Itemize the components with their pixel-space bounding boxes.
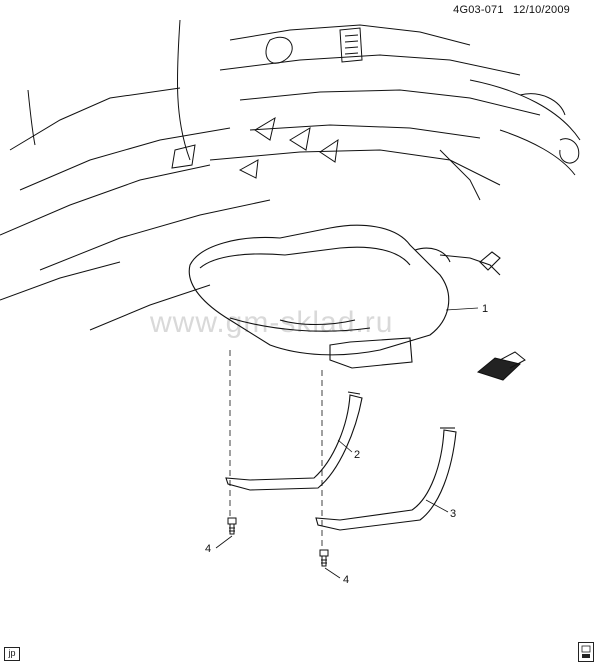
- bolt-right: [319, 549, 329, 567]
- watermark-text: www.gm-sklad.ru: [149, 306, 393, 339]
- forward-arrow-icon: [476, 351, 526, 381]
- drawing-date: 12/10/2009: [512, 4, 570, 16]
- callout-2: 2: [354, 449, 360, 461]
- vehicle-underbody: [0, 19, 581, 331]
- callout-4a: 4: [205, 543, 211, 555]
- bolt-left: [227, 517, 237, 535]
- fuel-tank: [188, 224, 501, 369]
- document-stamp-icon: [578, 642, 594, 662]
- leader-lines: [215, 307, 479, 579]
- corner-tag: jp: [4, 647, 20, 661]
- tank-strap-right: [315, 427, 457, 531]
- callout-3: 3: [450, 508, 456, 520]
- drawing-header: 4G03-071 12/10/2009: [447, 4, 570, 16]
- drawing-code: 4G03-071: [453, 4, 504, 16]
- callout-4b: 4: [343, 574, 349, 586]
- tank-strap-left: [225, 391, 363, 491]
- alignment-lines: [229, 350, 323, 548]
- callout-1: 1: [482, 303, 488, 315]
